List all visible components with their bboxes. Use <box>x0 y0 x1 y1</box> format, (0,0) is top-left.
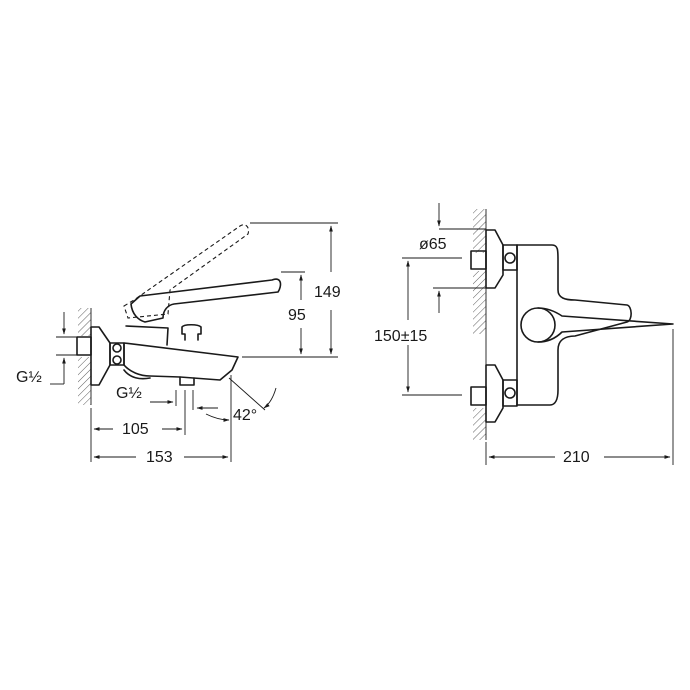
side-view: 149 95 G½ G½ 42° 105 153 <box>16 222 341 466</box>
dim-outlet-thread: G½ <box>116 385 142 402</box>
connector-nut <box>109 342 125 366</box>
lever-handle <box>130 278 282 323</box>
flange <box>90 326 111 386</box>
dim-149: 149 <box>314 284 341 301</box>
dim-95: 95 <box>288 307 306 324</box>
mixer-body <box>123 342 239 381</box>
lever-front <box>537 307 674 343</box>
inlet-nipple <box>76 336 92 356</box>
diverter-knob <box>181 323 202 341</box>
mixer-body-front <box>516 244 632 406</box>
upper-flange <box>485 229 504 289</box>
outlet <box>179 376 195 386</box>
dim-spout-angle: 42° <box>233 407 257 424</box>
dim-153: 153 <box>146 449 173 466</box>
wall-hatch <box>78 308 92 405</box>
front-view: ø65 150±15 210 <box>374 203 674 466</box>
cartridge-housing <box>125 325 169 346</box>
dim-210: 210 <box>563 449 590 466</box>
lever-hub <box>520 307 556 343</box>
lever-handle-raised <box>123 224 250 319</box>
dim-flange-diameter: ø65 <box>419 236 447 253</box>
dim-105: 105 <box>122 421 149 438</box>
dim-inlet-thread: G½ <box>16 369 42 386</box>
dim-center-distance: 150±15 <box>374 328 427 345</box>
lower-flange <box>485 364 504 423</box>
